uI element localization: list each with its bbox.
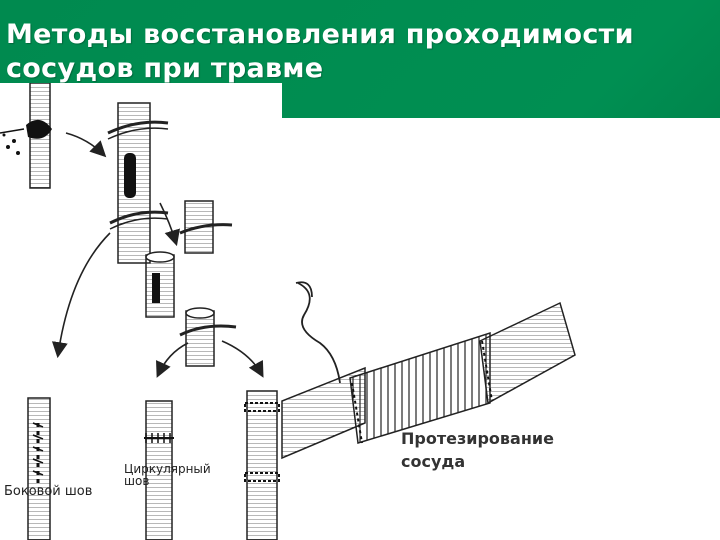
title-line-1: Методы восстановления проходимости: [6, 19, 634, 50]
vessel-prosthesis-graft: [281, 281, 576, 460]
label-prosthesis-line-2: сосуда: [401, 452, 466, 471]
side-sutured-vessel: [27, 397, 51, 540]
label-prosthesis: Протезирование сосуда: [401, 427, 554, 473]
vessel-end-ligature: [179, 307, 237, 367]
label-side-suture: Боковой шов: [4, 484, 93, 499]
label-circular-line-2: шов: [124, 474, 150, 488]
vessel-repair-illustration: [0, 83, 576, 540]
vessel-with-ligatures: [107, 102, 169, 264]
flow-arrows: [51, 132, 264, 378]
injured-vessel: [0, 83, 52, 189]
anastomosed-vessel: [244, 390, 280, 540]
label-prosthesis-line-1: Протезирование: [401, 429, 554, 448]
label-circular-line-1: Циркулярный: [124, 462, 211, 476]
label-circular-suture: Циркулярный шов: [124, 463, 211, 487]
circular-sutured-vessel: [144, 400, 174, 540]
title-line-2: сосудов при травме: [6, 53, 324, 84]
divided-vessel-end: [179, 200, 233, 254]
excised-segment: [145, 251, 175, 318]
slide-title: Методы восстановления проходимости сосуд…: [6, 18, 706, 86]
